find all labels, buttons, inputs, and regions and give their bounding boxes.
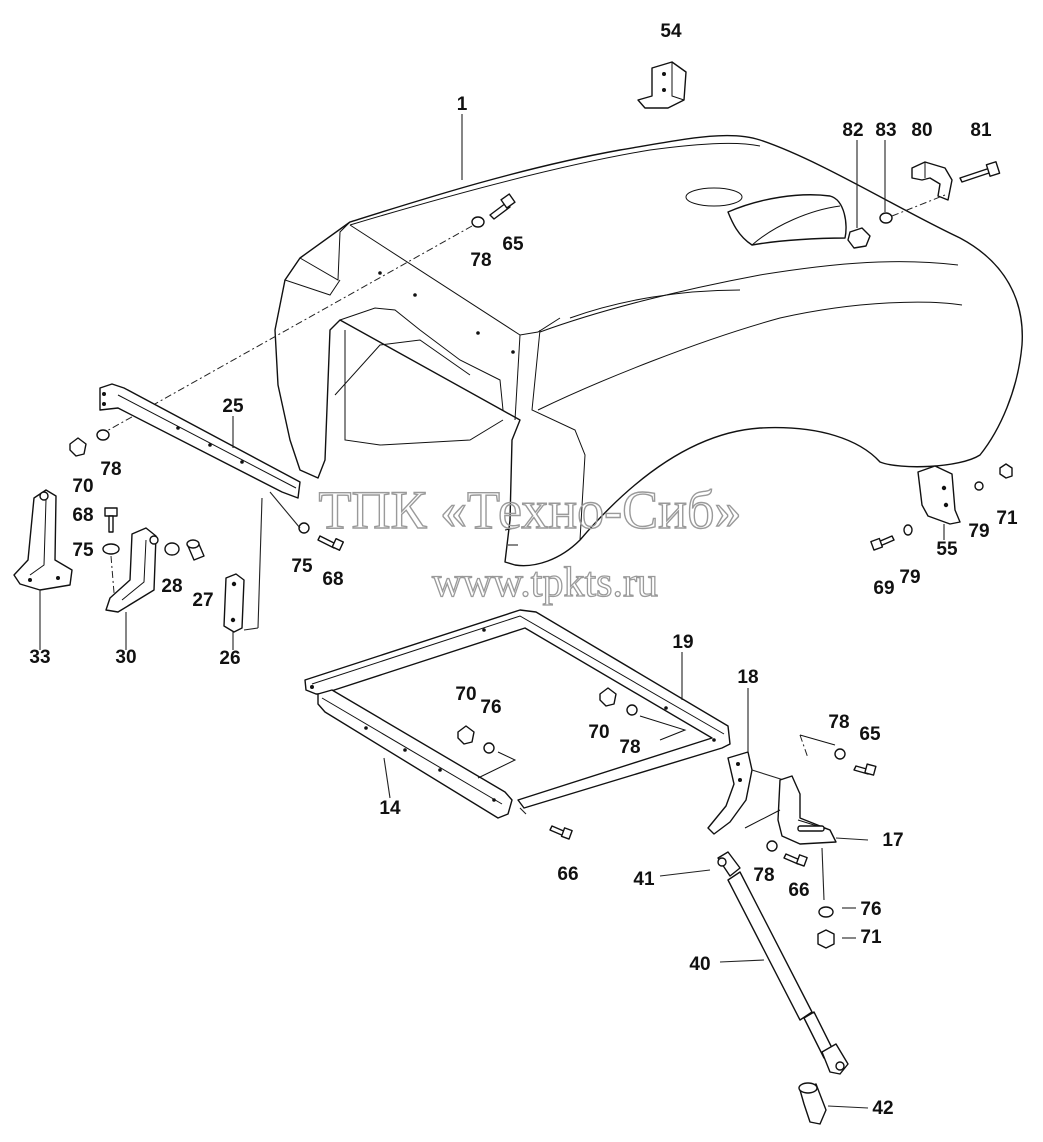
label-75-right: 75 xyxy=(291,556,313,577)
label-76-lower: 76 xyxy=(860,899,881,920)
bolt-66-right xyxy=(783,853,808,867)
label-27: 27 xyxy=(192,590,213,611)
label-26: 26 xyxy=(219,648,240,669)
label-79-upper: 79 xyxy=(968,521,989,542)
nut-70-frame-a xyxy=(457,725,475,745)
nut-78-upper xyxy=(471,216,485,228)
label-76-frame: 76 xyxy=(480,697,501,718)
label-78-lower: 78 xyxy=(753,865,774,886)
bolt-65-upper xyxy=(489,193,516,220)
label-68-right: 68 xyxy=(322,569,343,590)
label-71-lower: 71 xyxy=(860,927,882,948)
bolt-69 xyxy=(870,535,895,551)
label-70-frame-b: 70 xyxy=(588,722,609,743)
label-78-left: 78 xyxy=(100,459,121,480)
nut-71-lower xyxy=(817,929,835,949)
label-69: 69 xyxy=(873,578,894,599)
label-14: 14 xyxy=(379,798,401,819)
label-41: 41 xyxy=(633,869,655,890)
label-79-lower: 79 xyxy=(899,567,920,588)
nut-70-frame-b xyxy=(599,687,617,707)
label-80: 80 xyxy=(911,120,932,141)
washer-75-right xyxy=(298,522,310,534)
label-78-right: 78 xyxy=(828,712,849,733)
bracket-18 xyxy=(707,751,753,835)
label-1: 1 xyxy=(457,94,468,115)
label-78-upper: 78 xyxy=(470,250,491,271)
bolt-66-lower xyxy=(549,825,573,840)
label-33: 33 xyxy=(29,647,50,668)
label-66-lower: 66 xyxy=(557,864,578,885)
label-70-left: 70 xyxy=(72,476,93,497)
label-82: 82 xyxy=(842,120,863,141)
bolt-68-left xyxy=(104,507,118,533)
washer-78-right xyxy=(834,748,846,760)
bracket-30 xyxy=(105,527,159,613)
label-83: 83 xyxy=(875,120,896,141)
washer-78-left xyxy=(96,429,110,441)
label-55: 55 xyxy=(936,539,958,560)
washer-83 xyxy=(879,212,893,224)
nut-71-right xyxy=(999,463,1013,479)
label-18: 18 xyxy=(737,667,758,688)
label-54: 54 xyxy=(660,21,682,42)
nut-70-left xyxy=(69,437,87,457)
gas-strut-40 xyxy=(717,851,849,1075)
bushing-27 xyxy=(186,539,205,561)
label-71-right: 71 xyxy=(996,508,1018,529)
label-17: 17 xyxy=(882,830,903,851)
washer-78-frame xyxy=(626,704,638,716)
label-68-left: 68 xyxy=(72,505,93,526)
watermark-url: www.tpkts.ru xyxy=(432,560,658,606)
bracket-55 xyxy=(917,465,961,525)
washer-76-frame xyxy=(483,742,495,754)
label-30: 30 xyxy=(115,647,136,668)
frame-14 xyxy=(317,689,513,819)
label-65-upper: 65 xyxy=(502,234,524,255)
rail-25 xyxy=(99,383,301,499)
hood-part xyxy=(274,134,1023,567)
link-26 xyxy=(223,573,245,633)
bolt-65-right xyxy=(853,763,877,776)
label-75-left: 75 xyxy=(72,540,94,561)
label-66-right: 66 xyxy=(788,880,809,901)
bolt-68-right xyxy=(317,535,345,551)
label-78-frame: 78 xyxy=(619,737,640,758)
label-65-right: 65 xyxy=(859,724,881,745)
washer-76-lower xyxy=(818,906,834,918)
bracket-54 xyxy=(637,61,687,109)
callout-labels: 54 1 82 83 80 81 65 78 25 78 70 68 75 33… xyxy=(29,21,1018,1119)
support-33 xyxy=(13,489,73,591)
label-19: 19 xyxy=(672,632,693,653)
bracket-17 xyxy=(777,775,837,845)
socket-42 xyxy=(798,1082,827,1125)
washer-79-upper xyxy=(974,481,984,491)
washer-79-lower xyxy=(903,524,913,536)
washer-78-lower xyxy=(766,840,778,852)
watermark-company: ТПК «Техно-Сиб» xyxy=(319,480,742,540)
label-25: 25 xyxy=(222,396,244,417)
latch-80 xyxy=(911,161,953,201)
nut-82 xyxy=(847,227,871,249)
label-81: 81 xyxy=(970,120,992,141)
bolt-81 xyxy=(959,161,1001,183)
leader-lines xyxy=(39,114,945,1109)
label-28: 28 xyxy=(161,576,182,597)
washer-75-left xyxy=(102,543,120,555)
label-40: 40 xyxy=(689,954,710,975)
bushing-28 xyxy=(164,542,180,556)
label-42: 42 xyxy=(872,1098,893,1119)
frame-19 xyxy=(304,609,731,809)
label-70-frame-a: 70 xyxy=(455,684,476,705)
